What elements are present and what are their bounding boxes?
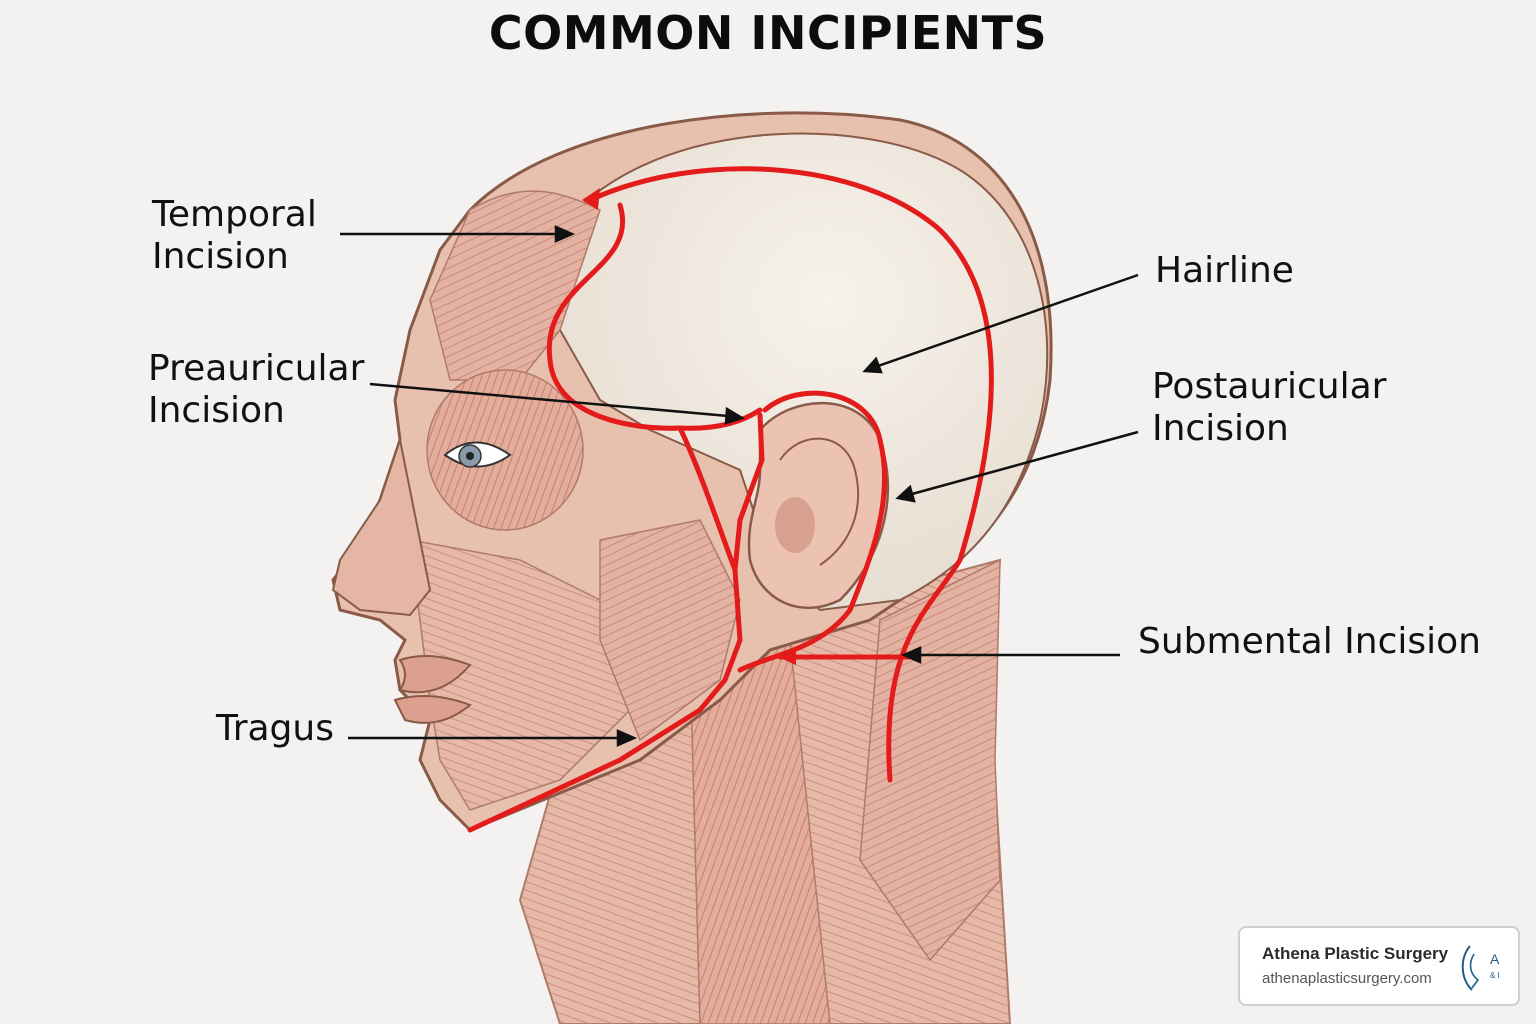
credit-url: athenaplasticsurgery.com	[1262, 970, 1432, 987]
credit-name: Athena Plastic Surgery	[1262, 944, 1449, 963]
label-postauricular-incision: Postauricular Incision	[1152, 366, 1386, 450]
label-temporal-incision: Temporal Incision	[152, 194, 317, 278]
nose	[331, 436, 432, 617]
athena-logo-icon: A & I	[1461, 945, 1500, 991]
diagram-title: COMMON INCIPIENTS	[488, 6, 1048, 60]
hairline-incision-line	[587, 166, 994, 783]
preauricular-incision-line	[467, 412, 765, 833]
label-hairline: Hairline	[1155, 250, 1294, 291]
temporal-incision-line	[546, 202, 763, 431]
neck-back-muscle	[859, 558, 1001, 962]
label-preauricular-line1: Preauricular	[148, 348, 365, 389]
label-submental-incision: Submental Incision	[1138, 621, 1482, 662]
credit-badge: Athena Plastic Surgery athenaplasticsurg…	[1238, 926, 1520, 1006]
logo-letters-ai: & I	[1490, 971, 1500, 980]
label-temporal-line2: Incision	[152, 236, 289, 277]
label-tragus: Tragus	[216, 708, 334, 749]
label-preauricular-line2: Incision	[148, 390, 285, 431]
masseter	[599, 519, 741, 742]
label-postauricular-line2: Incision	[1152, 408, 1289, 449]
eye-orbit	[426, 369, 584, 531]
label-preauricular-incision: Preauricular Incision	[148, 348, 364, 432]
postauricular-incision-line	[737, 390, 888, 673]
label-temporal-line1: Temporal	[152, 194, 317, 235]
label-postauricular-line1: Postauricular	[1152, 366, 1387, 407]
lips	[398, 655, 472, 694]
incision-lines	[467, 166, 994, 833]
logo-letter-a: A	[1490, 951, 1500, 967]
leader-arrows	[340, 225, 1139, 747]
